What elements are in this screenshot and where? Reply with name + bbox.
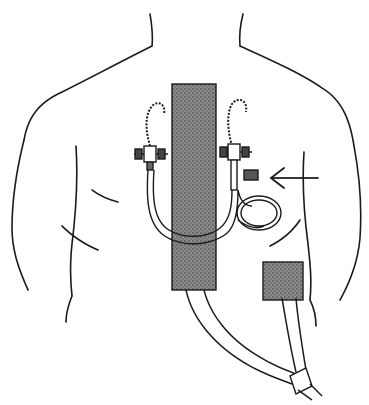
left-catheter-hub [134, 146, 168, 170]
coiled-line [237, 190, 281, 230]
left-guidewire [147, 103, 165, 146]
central-drape [172, 84, 216, 290]
right-catheter-hub [220, 144, 258, 190]
drain-tube [186, 290, 306, 384]
abdominal-pad [263, 262, 303, 300]
pointer-arrow [271, 168, 318, 188]
right-guidewire [228, 100, 246, 146]
